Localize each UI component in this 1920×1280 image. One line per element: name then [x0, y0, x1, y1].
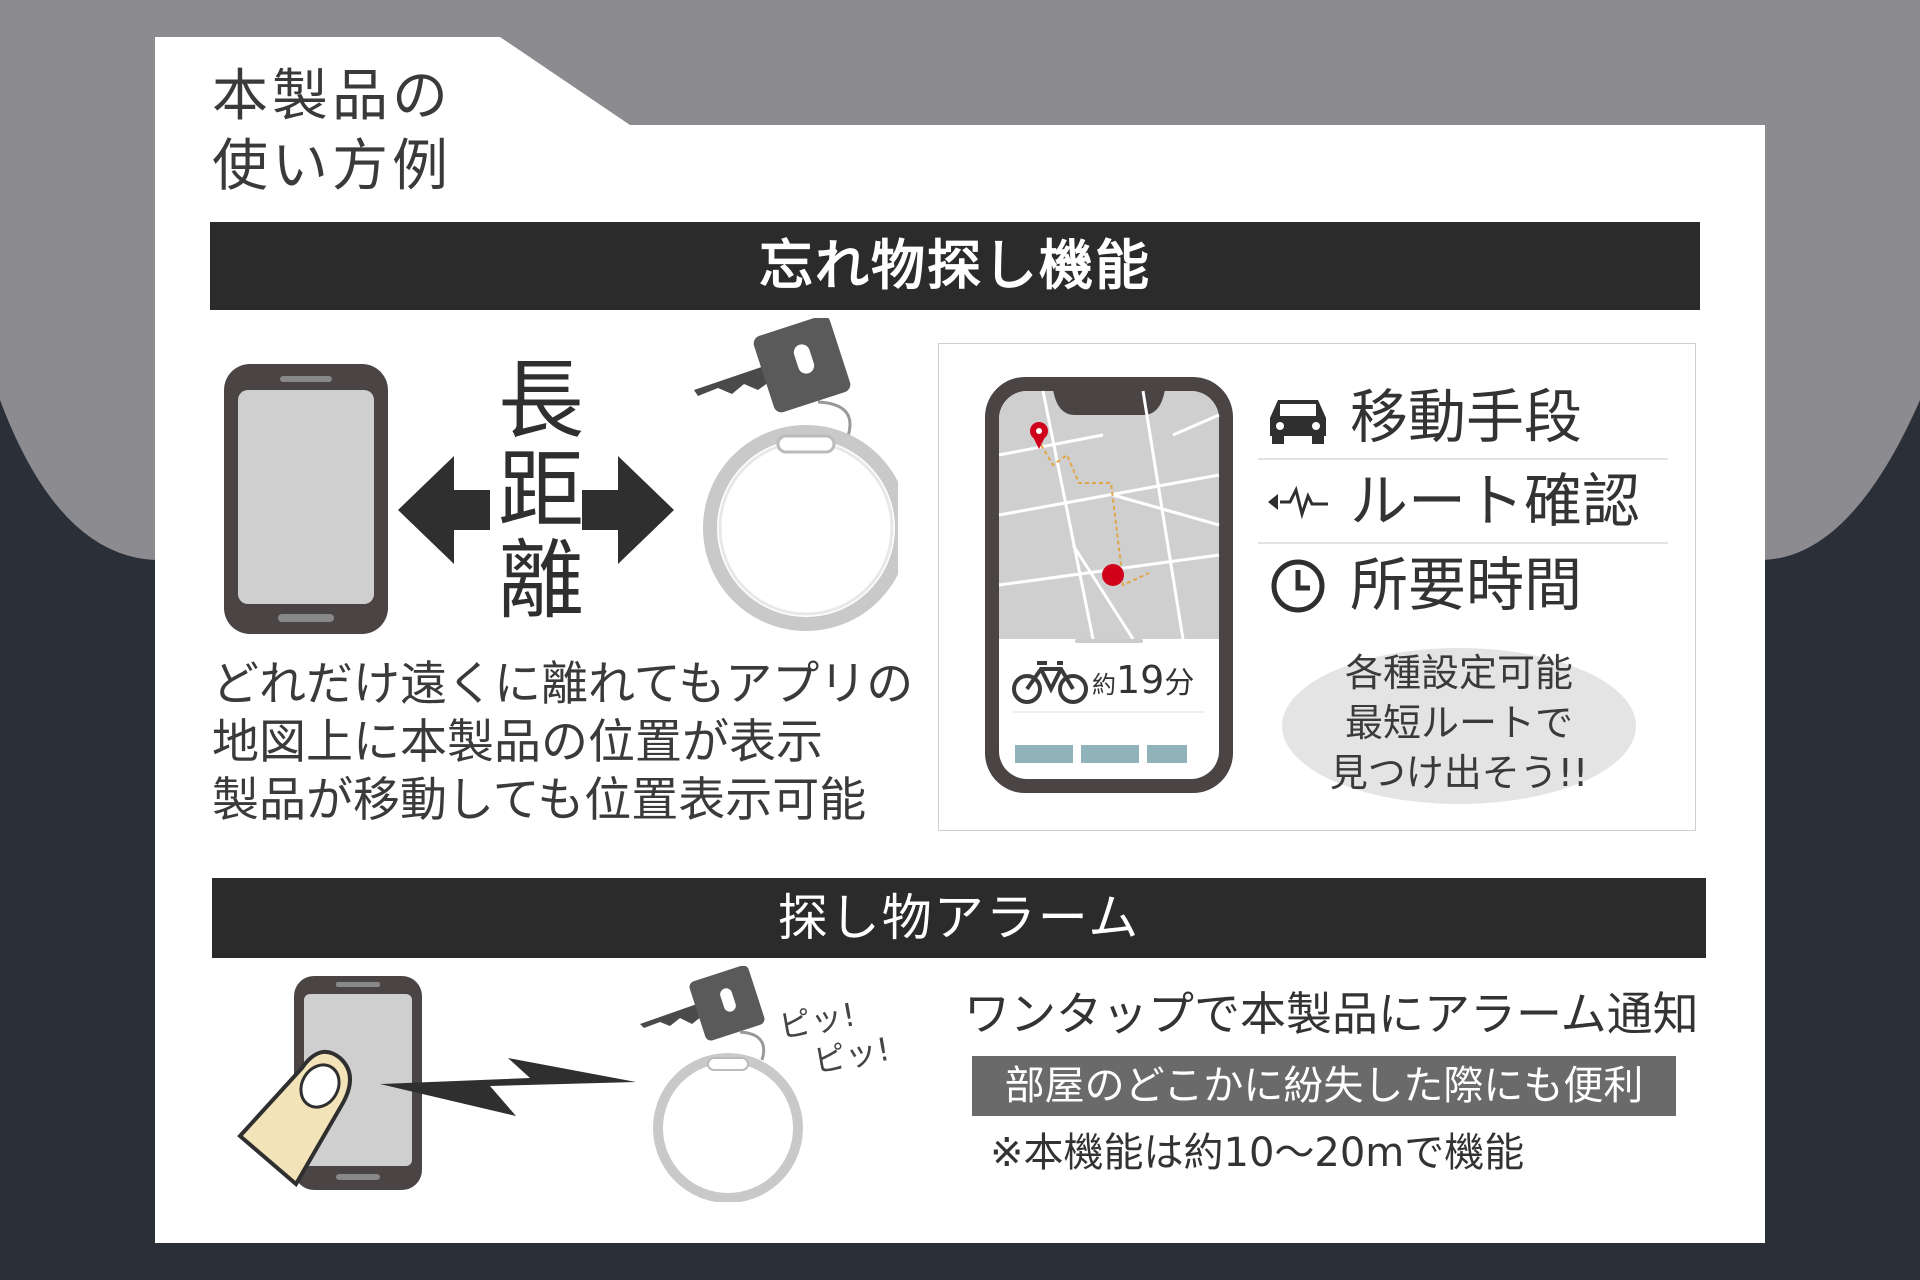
smartphone-icon: [224, 364, 388, 634]
feature-transport: 移動手段: [1258, 376, 1668, 460]
clock-icon: [1271, 559, 1325, 613]
section1-heading: 忘れ物探し機能: [210, 222, 1700, 310]
bubble-line-2: 最短ルートで: [1344, 701, 1573, 745]
feature-route-label: ルート確認: [1350, 467, 1641, 535]
key-tag-alarm-icon: [640, 966, 803, 1202]
distance-char-2: 距: [498, 441, 584, 541]
feature-time-label: 所要時間: [1350, 551, 1583, 619]
description-line-1: どれだけ遠くに離れてもアプリの: [212, 657, 914, 712]
eta-unit: 分: [1164, 666, 1195, 701]
bubble-text: 各種設定可能 最短ルートで 見つけ出そう!!: [1300, 648, 1618, 798]
double-arrow-icon: [398, 456, 674, 564]
feature-description: どれだけ遠くに離れてもアプリの 地図上に本製品の位置が表示 製品が移動しても位置…: [212, 656, 913, 830]
section2-heading: 探し物アラーム: [212, 878, 1706, 958]
signal-bolt-icon: [380, 1058, 636, 1116]
eta-minutes: 19: [1116, 658, 1165, 702]
feature-route: ルート確認: [1258, 460, 1668, 544]
page-title-line-2: 使い方例: [212, 134, 452, 199]
key-tag-icon: [694, 318, 898, 631]
distance-char-3: 離: [498, 531, 584, 631]
car-icon: [1270, 400, 1326, 444]
eta-display: 約19分: [1092, 655, 1194, 710]
route-pulse-icon: [1268, 485, 1328, 520]
bubble-line-1: 各種設定可能: [1344, 651, 1573, 695]
speech-bubble: [1282, 648, 1636, 804]
one-tap-text: ワンタップで本製品にアラーム通知: [964, 987, 1699, 1041]
phone-tap-icon: [237, 976, 422, 1190]
feature-time: 所要時間: [1258, 544, 1668, 626]
feature-transport-label: 移動手段: [1350, 383, 1583, 451]
lost-in-room-banner: 部屋のどこかに紛失した際にも便利: [972, 1056, 1676, 1116]
range-note: ※本機能は約10～20mで機能: [990, 1130, 1525, 1176]
bubble-line-3: 見つけ出そう!!: [1329, 751, 1589, 795]
description-line-2: 地図上に本製品の位置が表示: [212, 715, 823, 770]
map-phone-icon: [985, 377, 1233, 793]
description-line-3: 製品が移動しても位置表示可能: [212, 773, 867, 828]
distance-char-1: 長: [498, 351, 584, 451]
eta-prefix: 約: [1092, 671, 1116, 699]
page-title: 本製品の 使い方例: [212, 62, 452, 202]
long-distance-label: 長 距 離: [498, 351, 584, 631]
page-title-line-1: 本製品の: [212, 64, 452, 129]
